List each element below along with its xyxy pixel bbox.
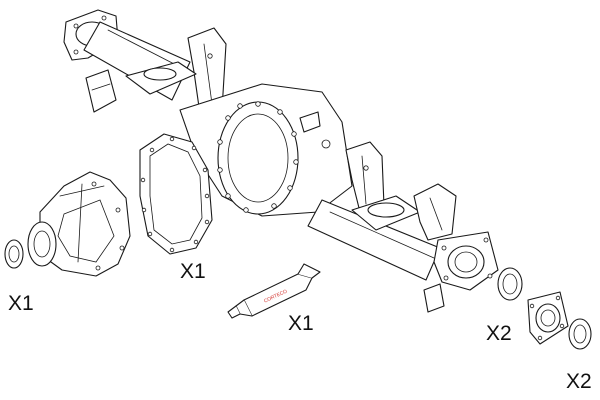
qty-label-bearing-left: X2: [486, 322, 512, 345]
qty-label-sealant-tube: X1: [288, 312, 314, 335]
bearing-flange-right: [527, 291, 569, 345]
seal-ring-right: [568, 318, 592, 350]
bearing-ring-left: [497, 267, 523, 301]
pinion-seal: [4, 239, 24, 269]
sealant-tube: CORTECO: [227, 263, 321, 319]
axle-housing: [63, 9, 499, 313]
qty-label-carrier-gasket: X1: [180, 260, 206, 283]
qty-label-pinion-carrier: X1: [8, 292, 34, 315]
pinion-carrier: [27, 171, 131, 277]
carrier-gasket: [139, 133, 213, 255]
qty-label-bearing-right: X2: [566, 370, 592, 393]
